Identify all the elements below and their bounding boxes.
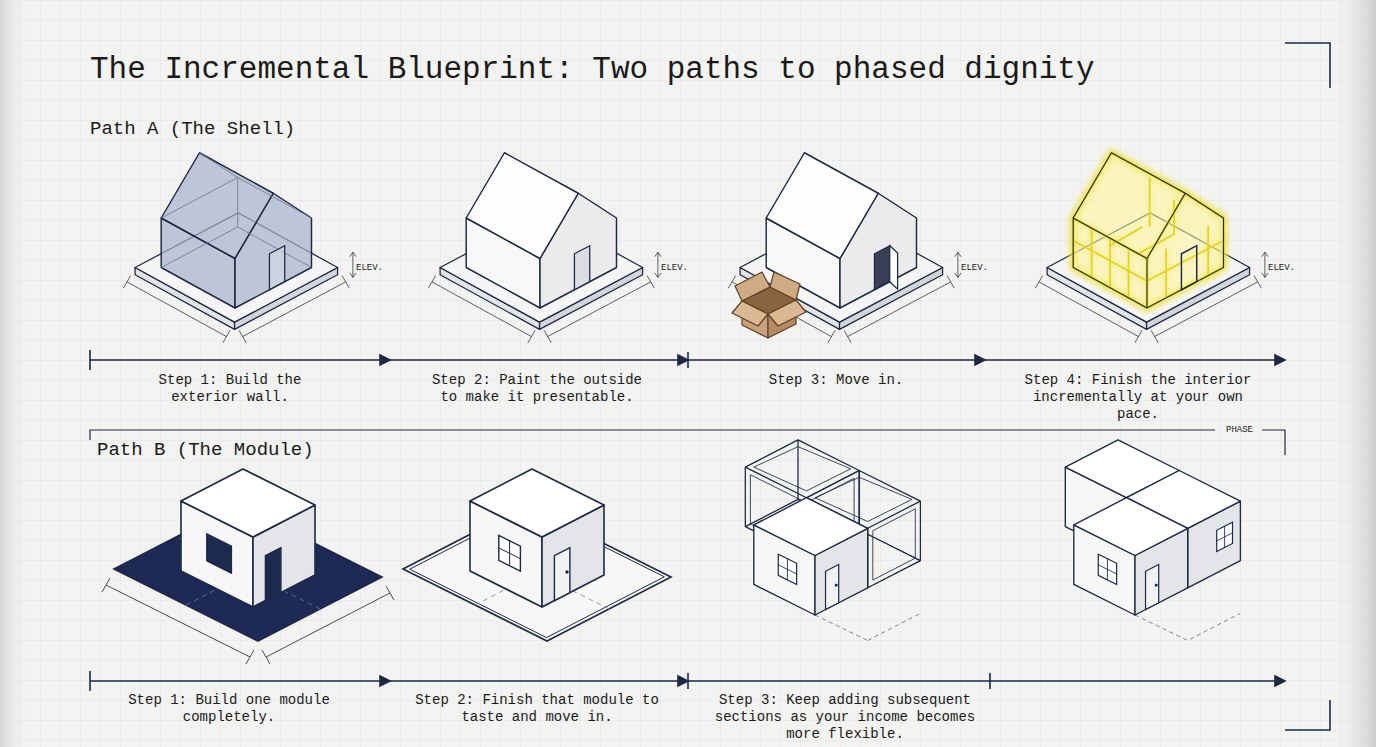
module-extension <box>745 440 920 641</box>
timeline <box>678 355 688 365</box>
timeline <box>975 355 985 365</box>
step-caption: Step 2: Paint the outside to make it pre… <box>427 372 647 406</box>
moving-box <box>732 301 768 326</box>
timeline <box>1275 676 1285 686</box>
elevation-marker: ELEV. <box>1268 263 1295 273</box>
moving-box <box>770 272 800 300</box>
framed-house <box>1073 153 1223 308</box>
module-cube <box>181 469 315 607</box>
module-extension <box>754 498 868 615</box>
module-cube <box>470 469 604 607</box>
module-complete <box>1074 498 1188 615</box>
step-caption: Step 3: Move in. <box>716 372 956 389</box>
painted-house <box>574 246 589 290</box>
timeline <box>380 355 390 365</box>
paper-edge <box>1330 0 1376 747</box>
timeline <box>90 350 1285 370</box>
module-cube <box>207 534 232 573</box>
module-complete <box>1146 565 1159 610</box>
moving-box <box>732 272 806 338</box>
paper-edge <box>0 0 30 747</box>
shell-house <box>269 246 284 290</box>
framed-house <box>1073 153 1185 259</box>
framed-house <box>1073 153 1223 308</box>
path-heading: Path A (The Shell) <box>90 118 295 140</box>
module-cube <box>499 535 521 571</box>
moving-box <box>735 272 770 301</box>
step-caption: Step 1: Build the exterior wall. <box>140 372 320 406</box>
framed-house <box>1035 153 1268 343</box>
painted-house <box>428 153 661 343</box>
timeline <box>678 676 688 686</box>
module-cube <box>554 548 570 601</box>
step-caption: Step 2: Finish that module to taste and … <box>412 692 662 726</box>
timeline <box>90 671 1285 691</box>
step-caption: Step 1: Build one module completely. <box>124 692 334 726</box>
step-caption: Step 3: Keep adding subsequent sections … <box>710 692 980 743</box>
moving-box <box>768 300 806 326</box>
path-heading: Path B (The Module) <box>97 439 314 461</box>
move-in-house <box>874 246 889 290</box>
module-complete <box>1098 554 1116 584</box>
elevation-marker: ELEV. <box>961 263 988 273</box>
shell-house <box>161 153 311 308</box>
framed-house <box>1073 153 1223 308</box>
painted-house <box>466 153 616 308</box>
module-complete <box>1065 440 1240 641</box>
module-extension <box>778 554 796 584</box>
move-in-house <box>766 153 916 308</box>
timeline <box>90 671 1285 691</box>
module-extension <box>826 565 839 610</box>
timeline <box>90 350 1285 370</box>
shell-house <box>123 153 356 343</box>
timeline <box>380 676 390 686</box>
timeline <box>1275 355 1285 365</box>
module-complete <box>1217 522 1233 551</box>
module-cube <box>181 469 315 607</box>
elevation-marker: ELEV. <box>661 263 688 273</box>
shell-house <box>161 153 273 259</box>
corner-bracket <box>1285 43 1330 730</box>
module-cube <box>470 469 604 607</box>
move-in-house <box>890 246 898 289</box>
module-cube <box>265 548 281 601</box>
phase-tag: PHASE <box>1226 425 1253 435</box>
diagram-title: The Incremental Blueprint: Two paths to … <box>90 52 1095 87</box>
step-caption: Step 4: Finish the interior incrementall… <box>1018 372 1258 423</box>
shell-house <box>161 153 311 268</box>
framed-house <box>1073 153 1223 308</box>
elevation-marker: ELEV. <box>356 263 383 273</box>
move-in-house <box>728 153 961 343</box>
